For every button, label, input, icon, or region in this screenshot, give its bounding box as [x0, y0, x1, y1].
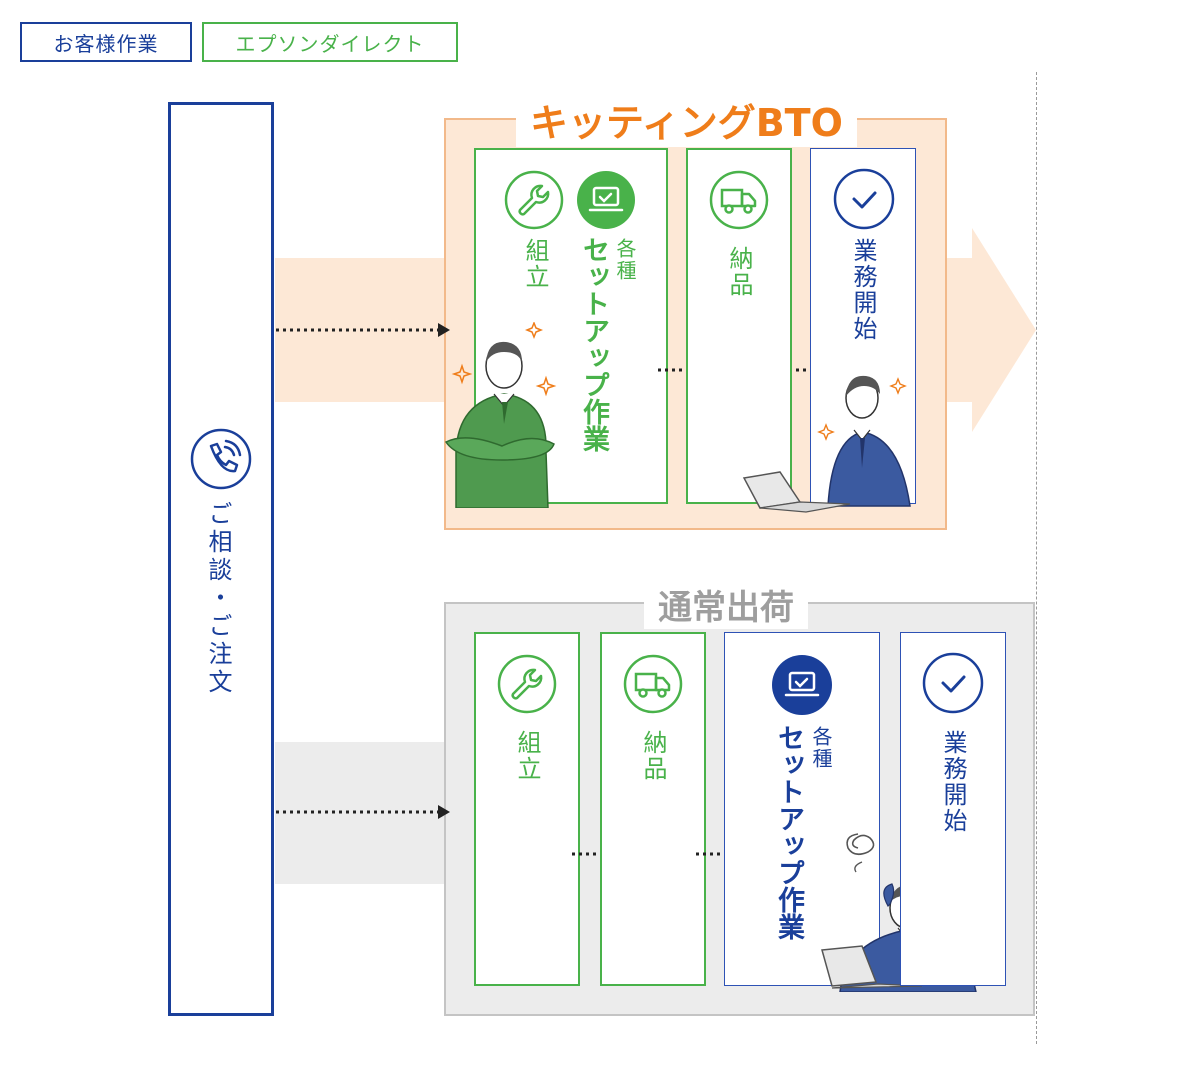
- kitting-delivery-label: 納品: [725, 246, 753, 298]
- kitting-assembly-label: 組立: [521, 238, 549, 290]
- consult-order-label: ご相談・ご注文: [204, 501, 232, 697]
- separator-line: [1036, 72, 1037, 1044]
- normal-setup-main-label: セットアップ作業: [773, 724, 804, 940]
- normal-shipping-title: 通常出荷: [644, 580, 808, 629]
- normal-arrow-to-assembly: [276, 805, 450, 819]
- normal-assembly-label: 組立: [513, 730, 541, 782]
- truck-icon: [709, 170, 769, 234]
- check-icon: [833, 168, 895, 234]
- kitting-arrow-to-assembly: [276, 323, 450, 337]
- normal-delivery-label: 納品: [639, 730, 667, 782]
- kitting-bto-title: キッティングBTO: [516, 92, 857, 147]
- kitting-setup-small-label: 各種: [613, 238, 637, 282]
- laptop-check-icon: [576, 170, 636, 234]
- wrench-icon: [504, 170, 564, 234]
- consult-order-panel: ご相談・ご注文: [168, 102, 274, 1016]
- truck-icon: [623, 654, 683, 718]
- kitting-delivery-box: [686, 148, 792, 504]
- normal-setup-small-label: 各種: [809, 726, 833, 770]
- legend-customer-work: お客様作業: [20, 22, 192, 62]
- office-worker-illustration: [742, 375, 911, 513]
- kitting-business-start-label: 業務開始: [849, 238, 877, 342]
- check-icon: [922, 652, 984, 718]
- normal-assembly-box: [474, 632, 580, 986]
- laptop-check-icon: [771, 654, 833, 720]
- phone-icon: [189, 427, 253, 495]
- worker-illustration: [444, 322, 557, 508]
- wrench-icon: [497, 654, 557, 718]
- legend-epson-direct: エプソンダイレクト: [202, 22, 458, 62]
- normal-business-start-label: 業務開始: [939, 730, 967, 834]
- kitting-setup-main-label: セットアップ作業: [578, 236, 609, 452]
